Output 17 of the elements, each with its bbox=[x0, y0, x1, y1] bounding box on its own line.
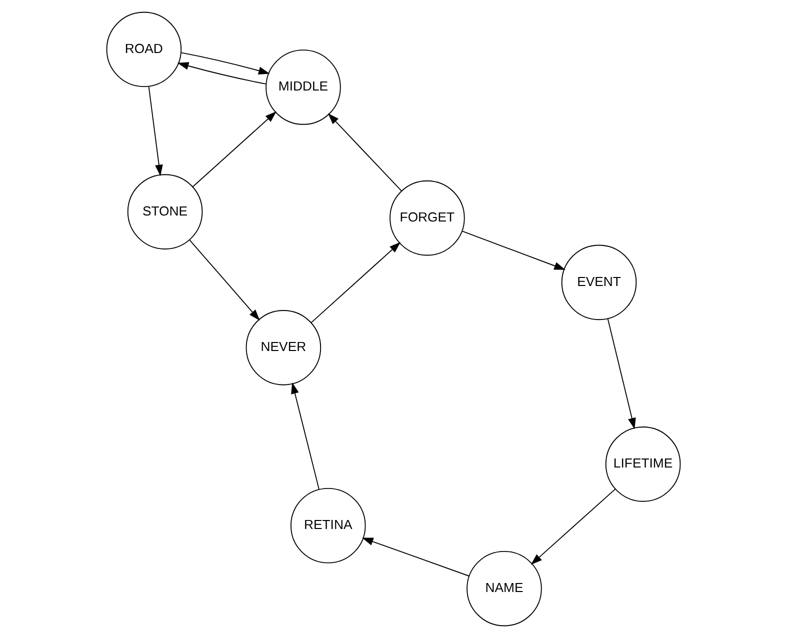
node-circle: EVENT bbox=[560, 244, 636, 320]
arrow bbox=[530, 488, 616, 565]
arrow bbox=[310, 242, 400, 324]
arrow bbox=[180, 52, 270, 75]
node-circle: RETINA bbox=[290, 488, 366, 564]
arrow bbox=[461, 230, 565, 270]
arrow bbox=[148, 86, 162, 176]
node-circle: ROAD bbox=[106, 12, 182, 88]
node-circle: LIFETIME bbox=[604, 426, 680, 502]
node-circle: STONE bbox=[126, 174, 202, 250]
arrow bbox=[192, 111, 276, 188]
arrow bbox=[606, 318, 636, 430]
arrow bbox=[361, 538, 469, 576]
arrow bbox=[188, 239, 260, 321]
arrow bbox=[327, 113, 402, 192]
arrow bbox=[290, 382, 319, 490]
arrow bbox=[176, 62, 266, 84]
